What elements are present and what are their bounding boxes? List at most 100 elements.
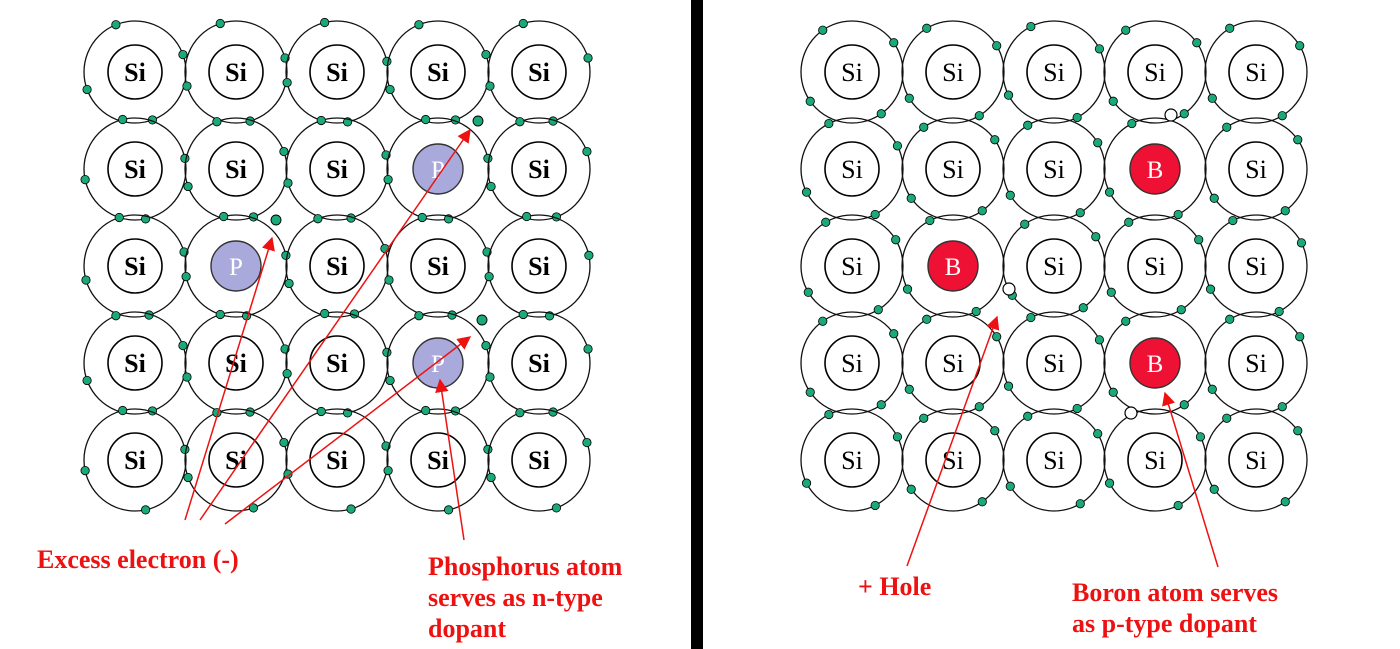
atom-si-r3-c1: Si — [800, 214, 904, 318]
electron-shell — [386, 20, 490, 124]
electron-dot — [1207, 93, 1217, 103]
electron-dot — [515, 408, 525, 418]
hole-marker — [1164, 108, 1178, 122]
electron-shell — [1002, 214, 1106, 318]
electron-dot — [320, 308, 330, 319]
atom-symbol: Si — [1245, 58, 1267, 87]
electron-dot — [282, 369, 292, 379]
electron-dot — [583, 344, 593, 354]
electron-dot — [891, 235, 901, 245]
electron-dot — [922, 23, 932, 33]
annotation-arrows — [184, 128, 1219, 568]
atom-si-r1-c3: Si — [282, 17, 392, 127]
silicon-nucleus — [1127, 432, 1183, 488]
electron-dot — [824, 409, 834, 420]
atom-symbol: P — [431, 351, 445, 378]
electron-shell — [184, 408, 288, 512]
electron-dot — [925, 215, 935, 226]
silicon-nucleus — [1228, 141, 1284, 197]
electron-dot — [279, 146, 289, 157]
silicon-nucleus — [309, 335, 365, 391]
electron-shell — [83, 311, 187, 415]
silicon-nucleus — [1127, 238, 1183, 294]
atom-si-r3-c5: Si — [484, 211, 594, 321]
atom-symbol: Si — [528, 58, 550, 87]
electron-shell — [386, 408, 490, 512]
atom-symbol: Si — [528, 349, 550, 378]
atom-si-r2-c5: Si — [1204, 117, 1308, 221]
silicon-nucleus — [511, 432, 567, 488]
silicon-nucleus — [107, 335, 163, 391]
electron-dot — [974, 111, 984, 121]
electron-shell — [901, 214, 1005, 318]
electron-dot — [248, 503, 259, 513]
electron-dot — [1075, 208, 1085, 218]
electron-dot — [141, 505, 151, 515]
electron-dot — [1003, 381, 1014, 391]
silicon-nucleus — [511, 335, 567, 391]
arrow-excess-electron-3 — [224, 336, 472, 525]
silicon-nucleus — [107, 432, 163, 488]
atom-si-r2-c3: Si — [1002, 117, 1106, 221]
silicon-nucleus — [1026, 432, 1082, 488]
atom-symbol: Si — [942, 349, 964, 378]
silicon-nucleus — [1127, 44, 1183, 100]
electron-dot — [118, 114, 128, 125]
electron-dot — [283, 178, 293, 188]
electron-dot — [1296, 238, 1307, 248]
atom-p-r4-c4: P — [385, 311, 491, 416]
electron-dot — [870, 500, 880, 511]
electron-dot — [1127, 118, 1137, 129]
silicon-nucleus — [309, 238, 365, 294]
electron-dot — [906, 484, 916, 494]
electron-shell — [184, 311, 288, 415]
electron-dot — [1121, 316, 1131, 326]
atom-symbol: Si — [326, 349, 348, 378]
electron-dot — [1173, 500, 1183, 511]
silicon-nucleus — [511, 141, 567, 197]
electron-shell — [386, 117, 490, 221]
atom-p-r3-c2: P — [181, 211, 291, 321]
silicon-nucleus — [1228, 335, 1284, 391]
electron-dot — [1005, 190, 1015, 200]
electron-dot — [1093, 138, 1103, 148]
phosphorus-label: Phosphorus atom serves as n-type dopant — [428, 551, 622, 644]
electron-dot — [583, 53, 593, 63]
electron-dot — [904, 93, 914, 103]
electron-dot — [1209, 193, 1219, 203]
atom-symbol: Si — [1245, 252, 1267, 281]
electron-dot — [178, 49, 188, 60]
electron-dot — [1005, 481, 1015, 491]
electron-shell — [1002, 20, 1106, 124]
boron-nucleus — [1129, 143, 1181, 195]
electron-dot — [279, 437, 289, 448]
silicon-nucleus — [511, 238, 567, 294]
electron-shell — [1002, 311, 1106, 415]
electron-shell — [285, 20, 389, 124]
electron-shell — [487, 408, 591, 512]
electron-dot — [215, 18, 225, 29]
atom-symbol: Si — [1043, 155, 1065, 184]
atom-symbol: P — [431, 157, 445, 184]
electron-dot — [1277, 402, 1287, 412]
electron-dot — [183, 181, 193, 192]
electron-dot — [346, 504, 356, 514]
phosphorus-nucleus — [412, 143, 464, 195]
electron-dot — [1295, 41, 1305, 51]
electron-dot — [889, 38, 899, 48]
atom-symbol: Si — [841, 58, 863, 87]
electron-dot — [902, 284, 913, 294]
atom-si-r2-c1: Si — [80, 114, 190, 224]
atom-si-r1-c5: Si — [485, 18, 593, 126]
atom-si-r1-c2: Si — [182, 18, 290, 126]
electron-dot — [582, 146, 592, 157]
atom-si-r4-c5: Si — [1204, 311, 1308, 415]
atom-symbol: Si — [1245, 446, 1267, 475]
atom-si-r1-c4: Si — [1103, 20, 1207, 124]
atom-symbol: Si — [326, 155, 348, 184]
atom-symbol: Si — [1043, 58, 1065, 87]
electron-dot — [805, 387, 815, 397]
electron-dot — [481, 340, 491, 351]
electron-dot — [483, 153, 493, 163]
